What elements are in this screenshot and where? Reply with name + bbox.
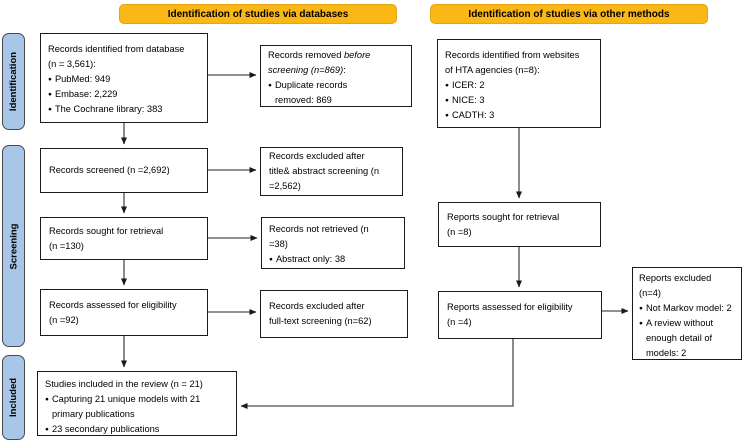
- bullet-text: ICER: 2: [451, 80, 485, 90]
- bullet-item: ● A review without enough detail of mode…: [639, 316, 735, 361]
- box-excluded-title-abstract: Records excluded after title& abstract s…: [260, 147, 403, 196]
- box-records-removed: Records removed before screening (n=869)…: [260, 45, 412, 107]
- bullet-icon: ●: [48, 91, 52, 98]
- bullet-item: ● 23 secondary publications: [45, 422, 229, 437]
- box-title: Reports sought for retrieval (n =8): [447, 211, 560, 237]
- box-title: Reports excluded (n=4): [639, 273, 712, 298]
- box-title: Records not retrieved (n =38): [269, 224, 369, 249]
- bullet-icon: ●: [639, 305, 643, 312]
- stage-identification: Identification: [2, 33, 25, 130]
- bullet-item: ● ICER: 2: [445, 78, 593, 93]
- bullet-text: A review without enough detail of models…: [645, 318, 714, 358]
- box-title: Records identified from database (n = 3,…: [48, 44, 185, 69]
- box-title: Records identified from websites of HTA …: [445, 50, 580, 75]
- stage-included: Included: [2, 355, 25, 440]
- box-websites-identified: Records identified from websites of HTA …: [437, 39, 601, 128]
- box-records-sought-retrieval: Records sought for retrieval (n =130): [40, 217, 208, 260]
- bullet-text: NICE: 3: [451, 95, 485, 105]
- title-suffix: :: [343, 65, 346, 75]
- bullet-text: The Cochrane library: 383: [54, 104, 163, 114]
- bullet-text: 23 secondary publications: [51, 424, 160, 434]
- bullet-item: ● Abstract only: 38: [269, 252, 397, 267]
- box-records-identified-database: Records identified from database (n = 3,…: [40, 33, 208, 123]
- bullet-icon: ●: [48, 76, 52, 83]
- box-title: Records screened (n =2,692): [49, 165, 170, 175]
- bullet-icon: ●: [48, 106, 52, 113]
- stage-screening-label: Screening: [8, 223, 19, 269]
- stage-included-label: Included: [8, 377, 19, 418]
- box-title: Records assessed for eligibility (n =92): [49, 299, 177, 325]
- box-title: Records excluded after title& abstract s…: [269, 151, 380, 191]
- arrow-reports-assessed-to-included: [240, 339, 514, 409]
- box-title: Records sought for retrieval (n =130): [49, 225, 164, 251]
- bullet-item: ● Duplicate records removed: 869: [268, 78, 404, 108]
- box-reports-excluded: Reports excluded (n=4) ● Not Markov mode…: [632, 267, 742, 360]
- bullet-icon: ●: [445, 82, 449, 89]
- bullet-icon: ●: [445, 112, 449, 119]
- box-title: Reports assessed for eligibility (n =4): [447, 302, 573, 327]
- bullet-icon: ●: [639, 320, 643, 327]
- title-italic: before screening (n=869): [268, 50, 371, 75]
- bullet-text: PubMed: 949: [54, 74, 111, 84]
- box-title: Records removed before screening (n=869)…: [268, 48, 404, 78]
- bullet-item: ● NICE: 3: [445, 93, 593, 108]
- box-reports-sought: Reports sought for retrieval (n =8): [438, 202, 601, 247]
- stage-identification-label: Identification: [8, 51, 19, 112]
- box-excluded-fulltext: Records excluded after full-text screeni…: [260, 290, 408, 338]
- bullet-text: Capturing 21 unique models with 21 prima…: [51, 394, 201, 419]
- header-other-methods: Identification of studies via other meth…: [430, 4, 708, 24]
- bullet-icon: ●: [445, 97, 449, 104]
- box-title: Studies included in the review (n = 21): [45, 379, 203, 389]
- bullet-item: ● Embase: 2,229: [48, 87, 200, 102]
- bullet-icon: ●: [45, 426, 49, 433]
- box-records-screened: Records screened (n =2,692): [40, 148, 208, 193]
- bullet-text: Not Markov model: 2: [645, 303, 732, 313]
- title-normal: Records removed: [268, 50, 344, 60]
- box-records-not-retrieved: Records not retrieved (n =38) ● Abstract…: [261, 217, 405, 269]
- bullet-item: ● Capturing 21 unique models with 21 pri…: [45, 392, 229, 422]
- bullet-item: ● PubMed: 949: [48, 72, 200, 87]
- bullet-text: Duplicate records removed: 869: [274, 80, 348, 105]
- box-title: Records excluded after full-text screeni…: [269, 301, 372, 326]
- bullet-item: ● CADTH: 3: [445, 108, 593, 123]
- stage-screening: Screening: [2, 145, 25, 347]
- bullet-item: ● The Cochrane library: 383: [48, 102, 200, 117]
- box-records-assessed-eligibility: Records assessed for eligibility (n =92): [40, 289, 208, 336]
- bullet-icon: ●: [45, 396, 49, 403]
- bullet-icon: ●: [269, 256, 273, 263]
- bullet-text: Abstract only: 38: [275, 254, 346, 264]
- box-reports-assessed: Reports assessed for eligibility (n =4): [438, 291, 602, 339]
- box-studies-included: Studies included in the review (n = 21) …: [37, 371, 237, 436]
- bullet-text: CADTH: 3: [451, 110, 495, 120]
- bullet-text: Embase: 2,229: [54, 89, 118, 99]
- header-databases: Identification of studies via databases: [119, 4, 397, 24]
- bullet-icon: ●: [268, 82, 272, 89]
- bullet-item: ● Not Markov model: 2: [639, 301, 735, 316]
